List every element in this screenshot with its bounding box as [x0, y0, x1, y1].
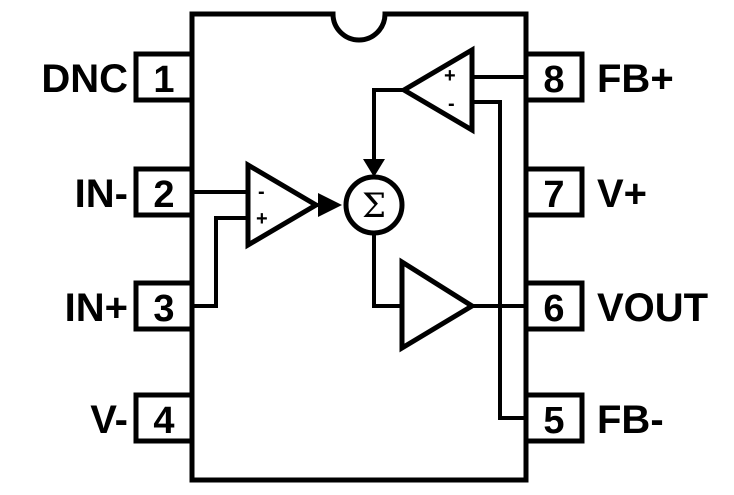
feedback-amplifier: + - [399, 45, 475, 135]
feedback-amp-plus-sign: + [444, 65, 456, 87]
pin-box [133, 392, 195, 444]
pin-label: IN- [75, 172, 128, 216]
pin-box [133, 166, 195, 218]
input-amp-triangle [245, 160, 321, 250]
pin-number: 7 [543, 174, 564, 216]
pin-1: 1 DNC [41, 51, 195, 103]
pin-number: 2 [153, 174, 174, 216]
input-amp-plus-sign: + [256, 208, 268, 230]
input-amp-minus-sign: - [258, 181, 265, 203]
pin-box [133, 51, 195, 103]
arrowhead-down [363, 159, 385, 177]
pin-number: 3 [153, 288, 174, 330]
pin-number: 6 [543, 288, 564, 330]
pin-label: VOUT [597, 286, 708, 330]
pin-3: 3 IN+ [65, 280, 195, 332]
wire-in-plus [192, 216, 248, 308]
pin-label: V- [90, 398, 128, 442]
pin-label: V+ [597, 172, 647, 216]
pin-number: 8 [543, 59, 564, 101]
pin-4: 4 V- [90, 392, 195, 444]
output-buffer [399, 257, 477, 353]
pin-number: 4 [153, 400, 174, 442]
pin-2: 2 IN- [75, 166, 195, 218]
pin-box [523, 280, 585, 332]
pin-8: 8 FB+ [523, 51, 674, 103]
pin-6: 6 VOUT [523, 280, 708, 332]
pin-label: IN+ [65, 286, 128, 330]
pin-label: DNC [41, 57, 128, 101]
summer-symbol: Σ [362, 186, 386, 226]
wire-fb-minus [474, 100, 526, 420]
ic-body [189, 11, 529, 483]
wires [192, 75, 526, 420]
pin-label: FB+ [597, 57, 674, 101]
pin-5: 5 FB- [523, 392, 664, 444]
pin-number: 5 [543, 400, 564, 442]
input-amplifier: - + [245, 160, 321, 250]
pin-7: 7 V+ [523, 166, 647, 218]
arrowhead-right [318, 193, 342, 217]
summer-circle [343, 174, 405, 236]
pin-label: FB- [597, 398, 664, 442]
pin-number: 1 [153, 59, 174, 101]
summing-junction: Σ [343, 174, 405, 236]
feedback-amp-triangle [399, 45, 475, 135]
pin-box [133, 280, 195, 332]
feedback-amp-minus-sign: - [448, 93, 455, 115]
wire-feedback-to-summer [372, 88, 404, 166]
pin-box [523, 166, 585, 218]
wire-summer-to-buffer [372, 232, 402, 308]
